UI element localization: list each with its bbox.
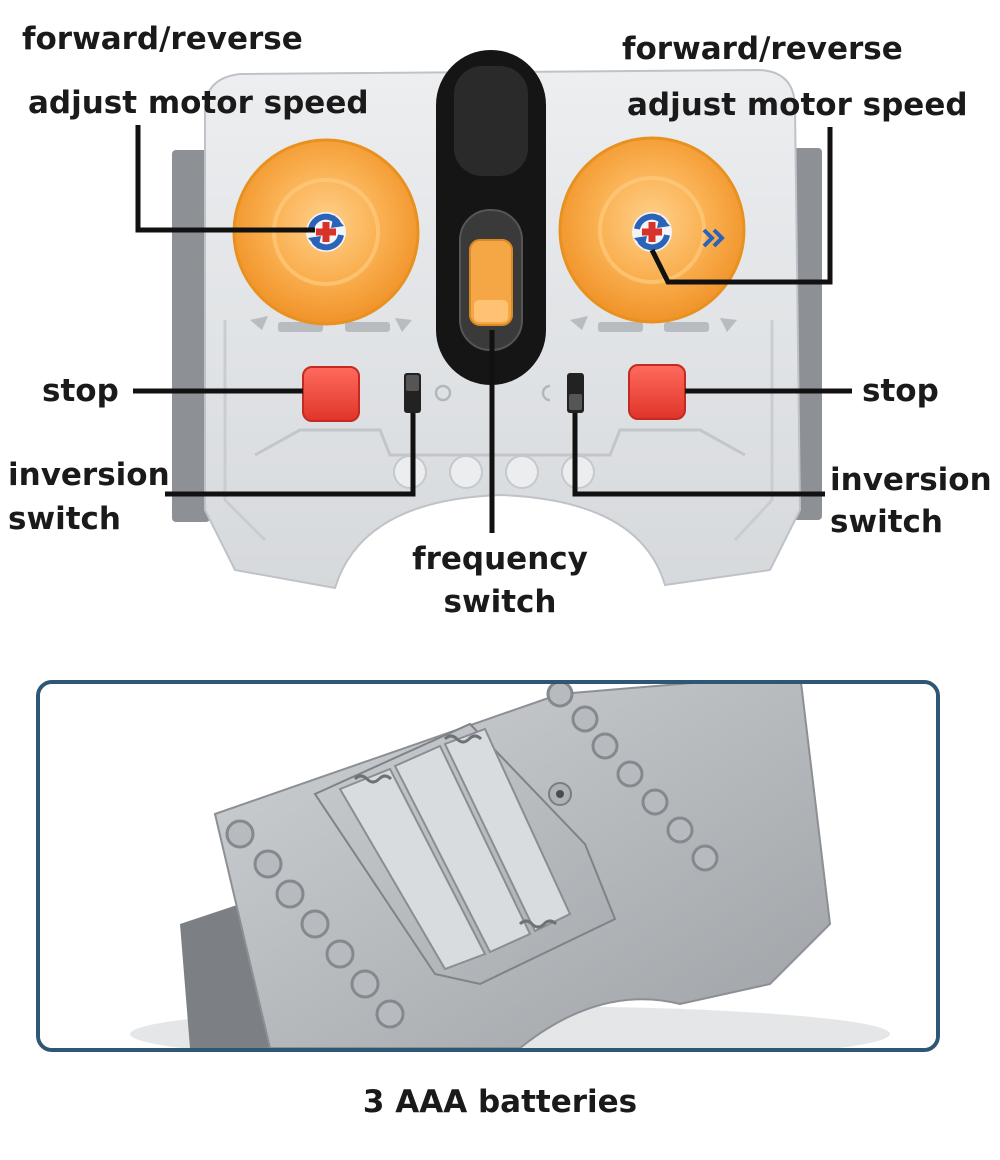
left-speed-scale — [250, 316, 412, 332]
remote-controller-diagram — [133, 50, 852, 590]
left-stud-rail — [225, 819, 405, 1029]
housing-edge-right — [733, 320, 774, 542]
callout-left-inversion — [165, 413, 416, 497]
label-left-forward-reverse: forward/reverse — [22, 21, 303, 57]
label-left-inversion-line1: inversion — [8, 457, 170, 493]
right-stop-button[interactable] — [628, 364, 686, 420]
left-stop-button[interactable] — [302, 366, 360, 422]
battery-compartment-illustration — [40, 684, 936, 1048]
right-stud-rail — [546, 684, 719, 872]
battery-compartment-photo-frame — [36, 680, 940, 1052]
screw-hole — [556, 790, 564, 798]
callout-right-inversion — [572, 413, 825, 497]
housing-edge-left — [223, 320, 267, 542]
right-speed-scale — [570, 316, 737, 332]
right-inversion-indicator-icon — [541, 384, 551, 402]
label-right-stop: stop — [862, 373, 939, 409]
label-right-forward-reverse: forward/reverse — [622, 31, 903, 67]
label-frequency-line1: frequency — [412, 541, 588, 577]
battery-slots — [338, 727, 572, 971]
battery-caption: 3 AAA batteries — [362, 1084, 638, 1120]
label-left-stop: stop — [42, 373, 119, 409]
left-inversion-indicator-icon — [434, 384, 452, 402]
callout-lines — [133, 125, 852, 533]
housing-panel-outline — [254, 428, 746, 457]
antenna-window — [454, 66, 528, 176]
rotate-arrows-icon — [632, 212, 672, 252]
stud-row — [393, 455, 595, 489]
right-inversion-switch-knob — [569, 394, 582, 410]
label-right-adjust-speed: adjust motor speed — [627, 87, 968, 123]
frequency-switch-tip — [474, 300, 508, 322]
label-frequency-line2: switch — [443, 584, 557, 620]
callout-left-dial — [135, 125, 315, 233]
rotate-arrows-icon — [306, 212, 346, 252]
battery-springs — [353, 734, 558, 929]
left-side-block — [172, 150, 210, 522]
double-chevron-right-icon — [702, 228, 725, 248]
label-right-inversion-line1: inversion — [830, 462, 992, 498]
label-left-adjust-speed: adjust motor speed — [28, 85, 369, 121]
label-right-inversion-line2: switch — [830, 504, 943, 540]
callout-right-dial — [649, 127, 833, 285]
label-left-inversion-line2: switch — [8, 501, 121, 537]
left-inversion-switch-knob — [406, 375, 419, 391]
